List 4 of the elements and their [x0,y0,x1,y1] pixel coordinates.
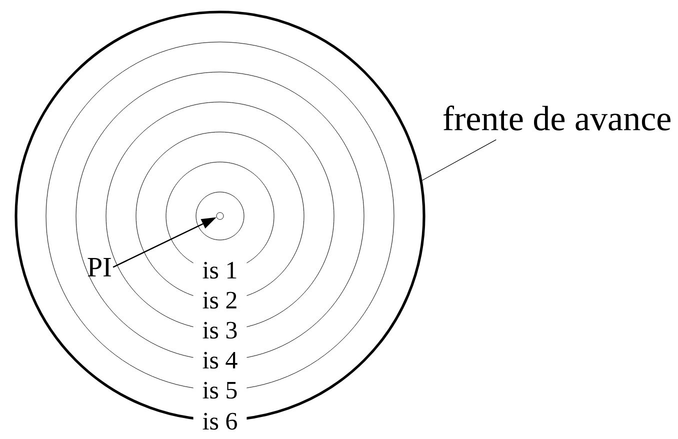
leader-line [422,139,496,181]
callout-text: frente de avance [443,106,670,130]
ring-circle [196,192,244,240]
center-point [216,212,224,220]
